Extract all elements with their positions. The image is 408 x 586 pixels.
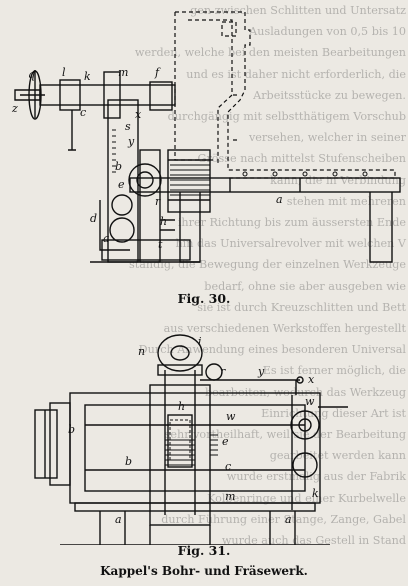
background-text-line: sehr vortheilhaft, weil sie der Bearbeit… [164,428,406,442]
background-text-line: gen zwischen Schlitten und Untersatz [190,4,406,17]
svg-text:b: b [68,423,75,436]
svg-text:w: w [305,395,315,408]
svg-text:d: d [90,212,97,225]
background-text-line: Ausladungen von 0,5 bis 10 [249,25,406,39]
svg-text:a: a [115,513,122,526]
svg-text:a: a [285,513,292,526]
svg-text:m: m [118,66,128,79]
svg-text:y: y [127,135,135,148]
svg-text:q: q [28,68,35,81]
svg-text:i: i [198,335,202,348]
background-text-line: Kolbenringe und einer Kurbelwelle [207,491,406,505]
svg-text:c: c [80,106,86,119]
svg-text:a: a [103,232,110,245]
background-text-line: wurde erstmalig aus der Fabrik [226,470,406,484]
svg-text:c: c [225,460,231,473]
background-text-line: Einrichtung dieser Art ist [261,406,406,420]
svg-text:b: b [115,160,122,173]
figure-30-caption: Fig. 30. [177,291,231,306]
svg-text:m: m [225,490,235,503]
svg-text:h: h [160,215,167,228]
background-text-line: Arbeitsstücke zu bewegen. [253,88,406,102]
svg-text:z: z [11,102,18,115]
background-text-line: Durch Anwendung eines besonderen Univers… [138,343,406,357]
svg-text:e: e [118,178,125,191]
background-text-line: Es ist ferner möglich, die [262,364,406,378]
background-text-line: versehen, welcher in seiner [248,131,406,145]
background-text-line: ihrer Richtung bis zum äussersten Ende [177,216,406,230]
svg-text:x: x [308,373,315,386]
svg-text:y: y [257,365,265,378]
figure-31-drawing: n i x y r w b b a a k m h e c w [34,334,348,545]
background-text-line: durchgängig mit selbstthätigem Vorschub [167,110,406,124]
svg-text:k: k [84,70,91,83]
svg-text:r: r [155,195,161,208]
page-title: Kappel's Bohr- und Fräsewerk. [100,564,308,578]
svg-text:h: h [178,400,185,413]
svg-text:w: w [226,410,236,423]
svg-text:f: f [154,66,161,79]
background-text-line: aus verschiedenen Werkstoffen hergestell… [163,322,406,336]
background-text-line: durch Führung einer Stange, Zange, Gabel [161,512,406,526]
figure-31-caption: Fig. 31. [177,543,231,558]
background-text-line: kann, die in Verbindung [270,173,406,187]
background-text-line: bearbeiten, wodurch das Werkzeug [205,385,406,399]
svg-text:s: s [125,120,131,133]
background-text-line: Grösse nach mittelst Stufenscheiben [197,152,406,166]
svg-text:b: b [125,455,132,468]
svg-text:n: n [138,345,145,358]
svg-text:k: k [312,487,319,500]
svg-text:a: a [276,193,283,206]
background-text-line: bedarf, ohne sie aber ausgeben wie [204,279,406,293]
background-text-line: und es ist daher nicht erforderlich, die [186,67,406,81]
background-text-line: hin das Universalrevolver mit welchen V [175,237,406,251]
background-text-line: sie ist durch Kreuzschlitten und Bett [197,300,406,314]
background-text-line: werden, welche bei den meisten Bearbeitu… [134,46,406,60]
background-text-line: stehen mit mehreren [286,194,406,208]
svg-text:x: x [135,108,142,121]
background-text-line: wurde auch das Gestell in Stand [221,534,406,548]
svg-text:r: r [220,365,226,378]
figure-30-drawing: q l k m f z c x s y b e d a r h t a [11,11,401,263]
svg-text:l: l [62,66,66,79]
svg-text:t: t [158,238,163,251]
svg-text:e: e [222,435,229,448]
